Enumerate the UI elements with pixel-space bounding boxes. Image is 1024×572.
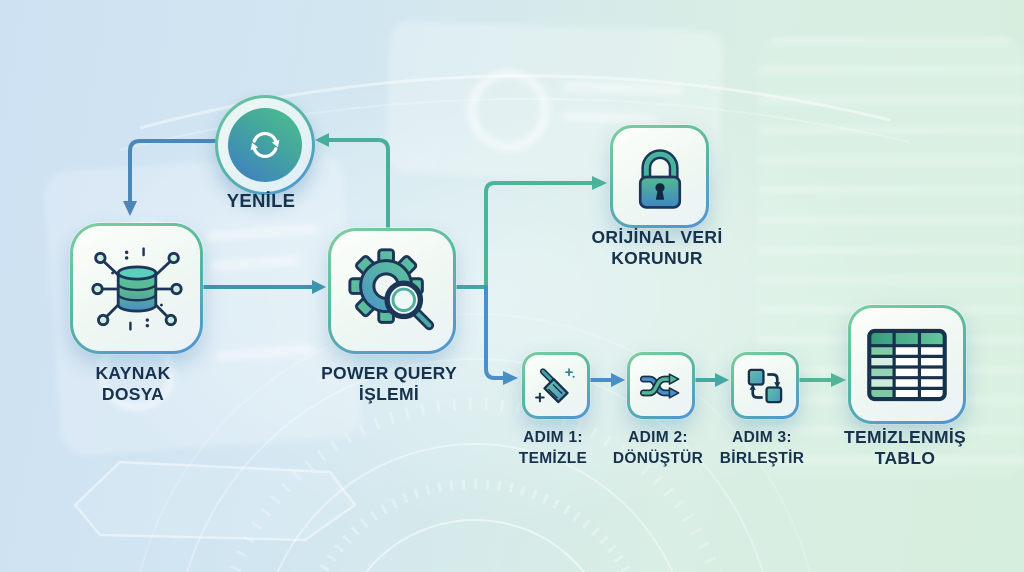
edge-step3-to-cleantable [793,373,846,387]
step2-node [627,352,695,419]
source-file-node [70,223,203,354]
shuffle-arrows-icon [639,372,680,399]
power-query-label-line2: İŞLEMİ [358,384,420,404]
step2-label-line1: ADIM 2: [628,429,688,446]
step1-label-line1: ADIM 1: [523,429,583,446]
source-file-label: KAYNAK DOSYA [95,363,170,405]
step1-label: ADIM 1: TEMİZLE [519,427,587,469]
clean-table-label: TEMİZLENMİŞ TABLO [844,427,966,469]
edge-powerquery-to-originaldata [484,176,607,289]
database-network-icon [90,246,183,331]
refresh-label: YENİLE [227,190,296,211]
step1-label-line2: TEMİZLE [518,450,588,467]
step2-label-line2: DÖNÜŞTÜR [612,450,704,467]
source-file-label-line2: DOSYA [101,384,165,404]
step3-label-line2: BİRLEŞTİR [719,450,805,467]
step2-label: ADIM 2: DÖNÜŞTÜR [613,427,703,469]
edge-refresh-to-source [123,139,217,216]
clean-table-node [848,305,966,424]
step3-label-line1: ADIM 3: [732,429,792,446]
clean-table-label-line1: TEMİZLENMİŞ [844,427,966,447]
edge-step2-to-step3 [689,373,729,387]
clean-table-label-line2: TABLO [874,448,936,468]
refresh-icon [250,131,280,159]
original-data-label-line1: ORİJİNAL VERİ [591,227,723,247]
power-query-label-line1: POWER QUERY [321,363,457,383]
refresh-node [215,95,315,195]
edge-source-to-powerquery [198,280,326,294]
refresh-disc [228,108,302,182]
original-data-label-line2: KORUNUR [611,248,703,268]
gear-magnifier-icon [348,248,435,331]
swap-squares-icon [747,368,783,403]
edge-powerquery-to-refresh [315,133,390,229]
edge-step1-to-step2 [584,373,625,387]
ghost-panel-right [758,38,1024,478]
broom-icon [535,367,575,403]
refresh-label-text: YENİLE [226,190,296,211]
table-grid-icon [867,328,947,401]
step1-node [522,352,590,419]
step3-label: ADIM 3: BİRLEŞTİR [720,427,805,469]
step3-node [731,352,799,419]
lock-icon [638,148,681,209]
power-query-node [328,228,456,354]
original-data-node [610,125,709,228]
original-data-label: ORİJİNAL VERİ KORUNUR [592,227,723,269]
edge-powerquery-to-step1 [484,285,518,385]
source-file-label-line1: KAYNAK [95,363,171,383]
power-query-label: POWER QUERY İŞLEMİ [321,363,457,405]
